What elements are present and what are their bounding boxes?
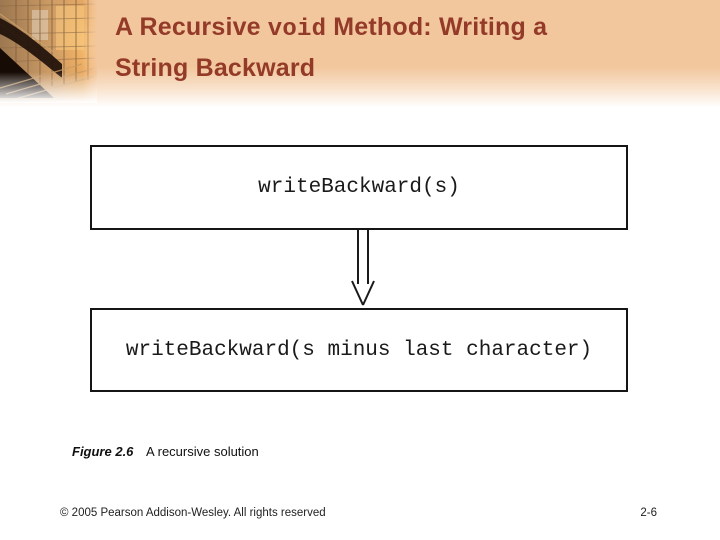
diagram-box-top-label: writeBackward(s) bbox=[258, 176, 460, 199]
building-photo-icon bbox=[0, 0, 97, 103]
figure-caption-label: Figure 2.6 bbox=[72, 444, 134, 459]
header-band bbox=[0, 0, 720, 112]
title-text-suffix: Method: Writing a bbox=[333, 13, 548, 41]
title-text-prefix: A Recursive bbox=[115, 13, 261, 41]
footer-page-number: 2-6 bbox=[640, 507, 657, 519]
figure-caption-text: A recursive solution bbox=[146, 444, 259, 459]
diagram-box-bottom-label: writeBackward(s minus last character) bbox=[125, 338, 593, 362]
footer-copyright: © 2005 Pearson Addison-Wesley. All right… bbox=[60, 507, 326, 519]
diagram-box-top: writeBackward(s) bbox=[90, 145, 628, 230]
title-line2: String Backward bbox=[115, 54, 316, 82]
figure-caption: Figure 2.6 A recursive solution bbox=[72, 444, 259, 459]
title-code-keyword: void bbox=[267, 16, 327, 43]
down-arrow-icon bbox=[351, 230, 375, 306]
diagram-box-bottom: writeBackward(s minus last character) bbox=[90, 308, 628, 392]
